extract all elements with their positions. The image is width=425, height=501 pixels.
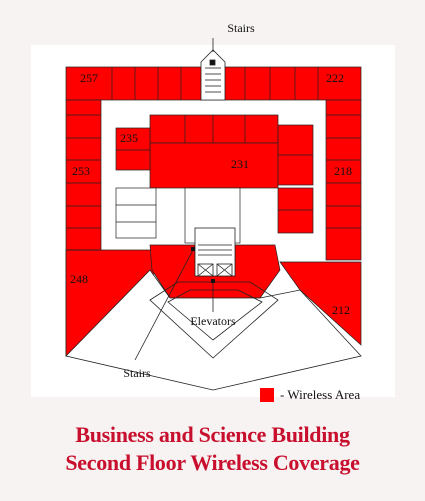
label-stairs-bottom: Stairs (123, 366, 151, 380)
legend: - Wireless Area (260, 387, 360, 403)
room-253: 253 (72, 164, 90, 178)
legend-label: - Wireless Area (280, 387, 361, 402)
room-257: 257 (80, 71, 98, 85)
room-218: 218 (334, 164, 352, 178)
room-248: 248 (70, 272, 88, 286)
floor-plan-map: Stairs Elevators Stairs 257 222 235 231 … (31, 21, 395, 397)
stairs-marker (191, 247, 195, 251)
exterior-walkway (65, 269, 362, 391)
room-235: 235 (120, 131, 138, 145)
elevators-block (194, 227, 236, 277)
room-212: 212 (332, 303, 350, 317)
page-subtitle: Second Floor Wireless Coverage (65, 450, 360, 475)
label-elevators: Elevators (190, 314, 236, 328)
room-231: 231 (231, 157, 249, 171)
page-title: Business and Science Building (75, 422, 350, 447)
room-222: 222 (326, 71, 344, 85)
callout-lines (134, 38, 214, 361)
label-stairs-top: Stairs (227, 21, 255, 35)
top-stairs-tower (200, 49, 226, 101)
wireless-area-swatch (260, 388, 274, 402)
elevator-marker (211, 279, 215, 283)
